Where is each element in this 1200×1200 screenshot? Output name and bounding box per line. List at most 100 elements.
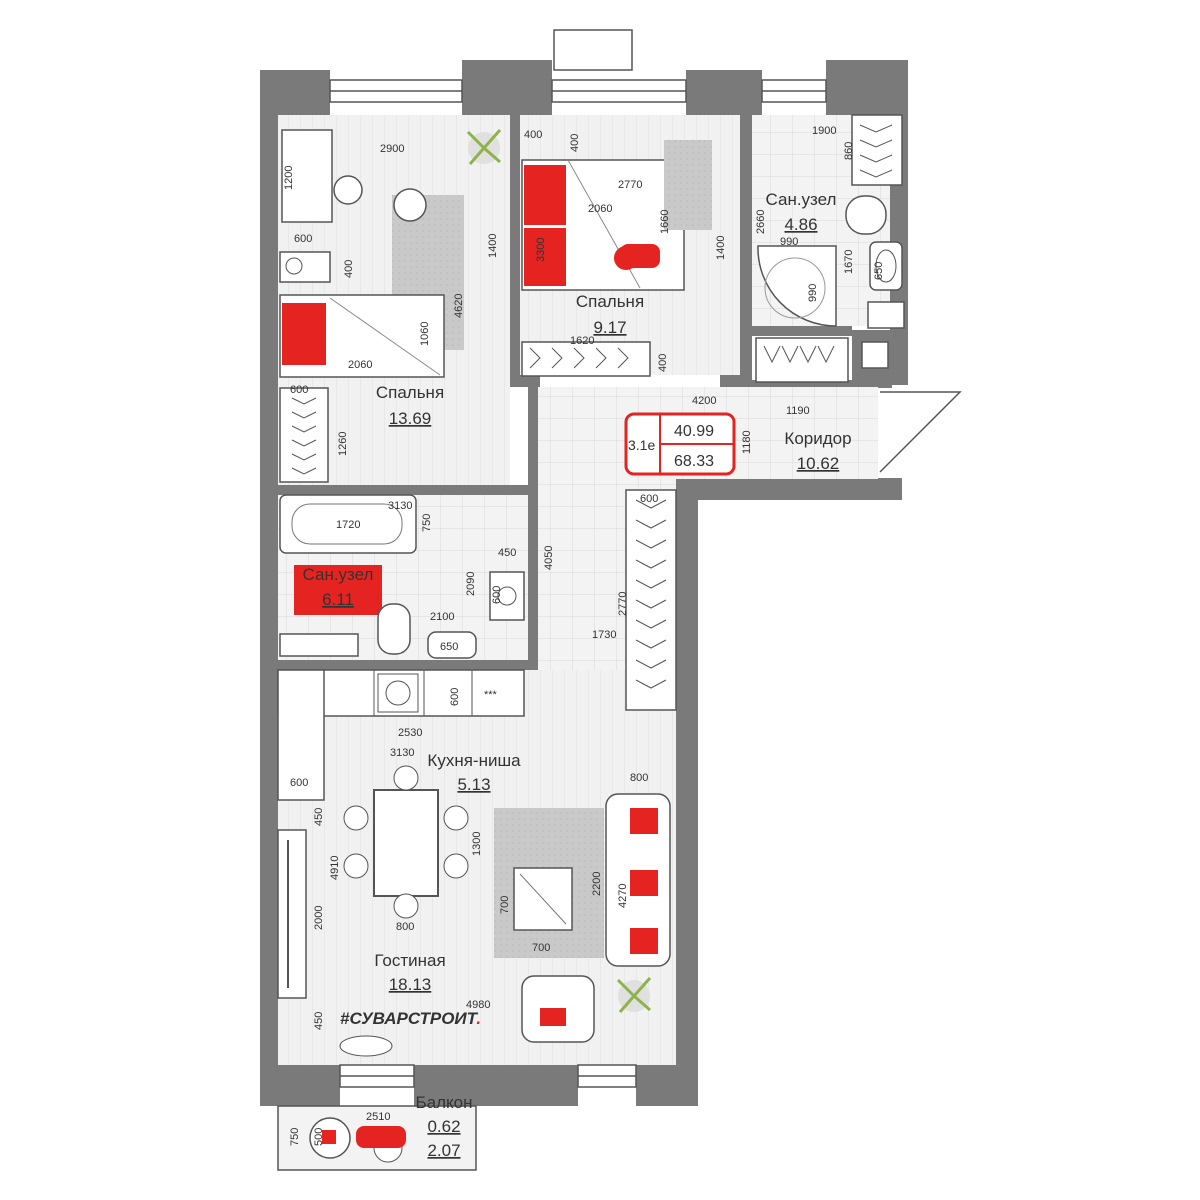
wardrobe-corridor-top: [755, 337, 849, 383]
dim-label: 2660: [755, 210, 767, 234]
dim-label: 4910: [329, 856, 341, 880]
dim-label: 1060: [419, 322, 431, 346]
brand-logo: #СУВАРСТРОИТ.: [340, 1009, 481, 1028]
dim-label: 700: [499, 896, 511, 914]
dim-label: 400: [657, 354, 669, 372]
dim-label: 860: [843, 142, 855, 160]
coffee-cup-icon: [309, 1117, 351, 1159]
room-corridor-area: 10.62: [797, 454, 840, 473]
room-living-area: 18.13: [389, 975, 432, 994]
room-bath-top-name: Сан.узел: [766, 190, 837, 209]
dim-label: 600: [449, 688, 461, 706]
dim-label: 450: [498, 547, 516, 559]
dim-label: 500: [313, 1128, 325, 1146]
dim-label: 3300: [535, 238, 547, 262]
dim-label: 1300: [471, 832, 483, 856]
dim-label: 990: [780, 236, 798, 248]
room-bath-top-area: 4.86: [784, 215, 817, 234]
svg-text:***: ***: [484, 689, 498, 701]
legend-living-area: 40.99: [674, 423, 714, 440]
shower-icon: [757, 245, 837, 327]
room-balcony-name: Балкон: [415, 1093, 472, 1112]
washing-machine-mid-icon: [489, 571, 525, 621]
dim-label: 600: [294, 233, 312, 245]
room-bath-mid-area: 6.11: [322, 590, 354, 609]
wardrobe-corridor: [625, 489, 677, 711]
dim-label: 750: [421, 514, 433, 532]
dim-label: 1720: [336, 519, 360, 531]
plant-icon: [466, 129, 502, 165]
room-bedroom-large-area: 13.69: [389, 409, 432, 428]
dim-label: 400: [343, 260, 355, 278]
dimension-labels: 2900 1200 600 400 1400 4620 1060 2060 60…: [283, 125, 885, 1146]
dim-label: 1670: [843, 250, 855, 274]
dim-label: 650: [440, 641, 458, 653]
dim-label: 3130: [388, 500, 412, 512]
person-balcony-icon: [356, 1126, 406, 1163]
dim-label: 2090: [465, 572, 477, 596]
shaft-boxes: [861, 301, 905, 369]
windows: [329, 29, 827, 1088]
area-legend-box: 3.1e 40.99 68.33: [624, 412, 736, 476]
dim-label: 1200: [283, 166, 295, 190]
armchair-icon: [521, 975, 595, 1043]
dim-label: 800: [630, 772, 648, 784]
dim-label: 1620: [570, 335, 594, 347]
dim-label: 4620: [453, 294, 465, 318]
dim-label: 1190: [786, 405, 810, 417]
cat-living-icon: [339, 1035, 393, 1057]
dim-label: 2770: [618, 179, 642, 191]
dim-label: 450: [313, 808, 325, 826]
dim-label: 600: [290, 777, 308, 789]
dim-label: 600: [491, 586, 503, 604]
dim-label: 1730: [592, 629, 616, 641]
legend-code: 3.1e: [628, 437, 655, 453]
toilet-mid-icon: [377, 603, 411, 655]
dim-label: 2100: [430, 611, 454, 623]
window-bay: [553, 29, 633, 71]
dim-label: 4980: [466, 999, 490, 1011]
dim-label: 1400: [487, 234, 499, 258]
dim-label: 4200: [692, 395, 716, 407]
dining-table-icon: [343, 765, 469, 919]
room-bedroom-large-name: Спальня: [376, 383, 444, 402]
room-kitchen-area: 5.13: [457, 775, 490, 794]
sink-mid-icon: [427, 631, 477, 659]
dim-label: 400: [524, 129, 542, 141]
dim-label: 800: [396, 921, 414, 933]
dim-label: 1900: [812, 125, 836, 137]
sink-kitchen-icon: [377, 673, 419, 713]
dim-label: 450: [313, 1012, 325, 1030]
dim-label: 400: [569, 134, 581, 152]
brand-text: #СУВАРСТРОИТ: [340, 1009, 479, 1028]
walls: [260, 60, 908, 1106]
dim-label: 600: [290, 384, 308, 396]
room-living-name: Гостиная: [374, 951, 445, 970]
dim-label: 750: [289, 1128, 301, 1146]
room-bath-mid-name: Сан.узел: [303, 565, 374, 584]
dim-label: 2000: [313, 906, 325, 930]
desk-bedroom-large: [281, 129, 363, 223]
room-bedroom-small-area: 9.17: [593, 318, 626, 337]
bath-mid-red-rug: [294, 565, 382, 615]
tv-cabinet: [277, 829, 307, 999]
sofa-icon: [605, 793, 671, 967]
legend-total-area: 68.33: [674, 453, 714, 470]
bed-large: [279, 294, 445, 378]
dim-label: 2200: [591, 872, 603, 896]
dim-label: 2060: [588, 203, 612, 215]
dim-label: 2060: [348, 359, 372, 371]
wardrobe-bedroom-large: [279, 387, 329, 483]
dim-label: 600: [640, 493, 658, 505]
dim-label: 4270: [617, 884, 629, 908]
toilet-icon: [845, 195, 887, 235]
sink-icon: [869, 241, 903, 291]
cat-icon: [393, 188, 427, 222]
dim-label: 1660: [659, 210, 671, 234]
stove-icon: ***: [484, 689, 498, 701]
dim-label: 2530: [398, 727, 422, 739]
wardrobe-bath-top: [851, 114, 903, 186]
room-corridor-name: Коридор: [784, 429, 851, 448]
dim-label: 3130: [390, 747, 414, 759]
